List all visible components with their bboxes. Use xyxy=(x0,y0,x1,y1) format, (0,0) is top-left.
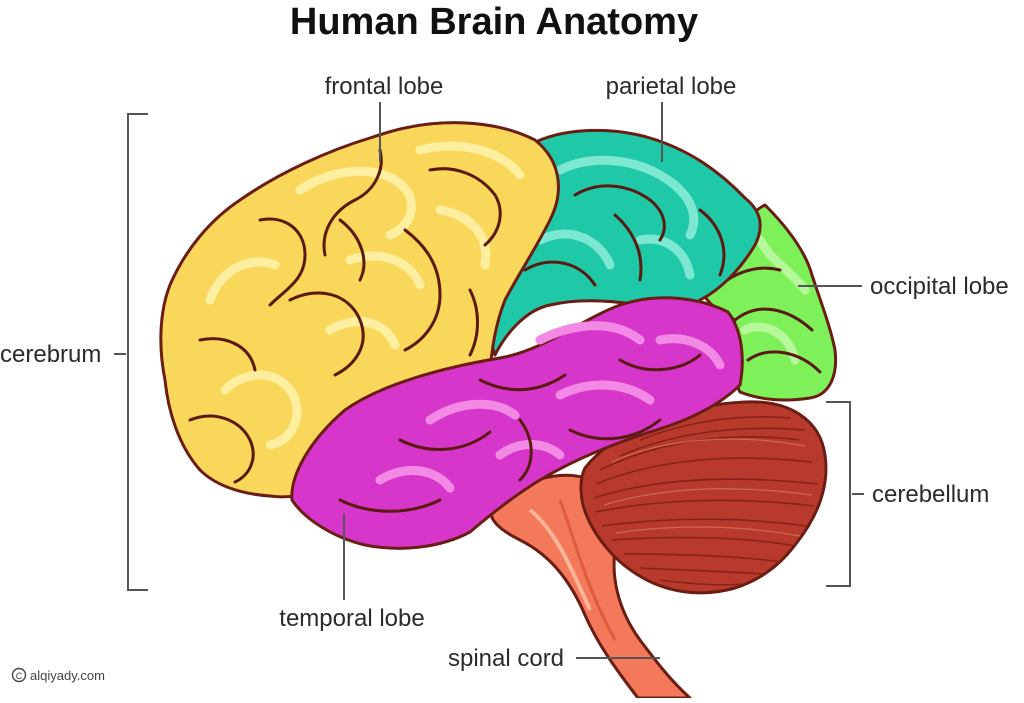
label-spinal-cord: spinal cord xyxy=(448,645,564,672)
label-temporal-lobe: temporal lobe xyxy=(279,605,424,632)
svg-text:C: C xyxy=(16,671,23,681)
label-frontal-lobe: frontal lobe xyxy=(325,73,444,100)
temporal-lobe-shape xyxy=(290,296,744,550)
cerebrum-bracket xyxy=(127,113,148,591)
label-cerebellum: cerebellum xyxy=(872,481,989,508)
label-parietal-lobe: parietal lobe xyxy=(606,73,737,100)
brain-illustration xyxy=(159,121,838,700)
credit-text: alqiyady.com xyxy=(30,668,105,683)
frontal-lobe-shape xyxy=(159,121,560,499)
copyright-icon xyxy=(11,667,27,683)
label-occipital-lobe: occipital lobe xyxy=(870,273,1009,300)
label-cerebrum: cerebrum xyxy=(0,341,101,368)
diagram-title: Human Brain Anatomy xyxy=(290,1,698,43)
cerebellum-bracket xyxy=(826,401,851,587)
credit-watermark: C alqiyady.com xyxy=(11,667,105,683)
cerebellum-shape xyxy=(579,400,828,595)
